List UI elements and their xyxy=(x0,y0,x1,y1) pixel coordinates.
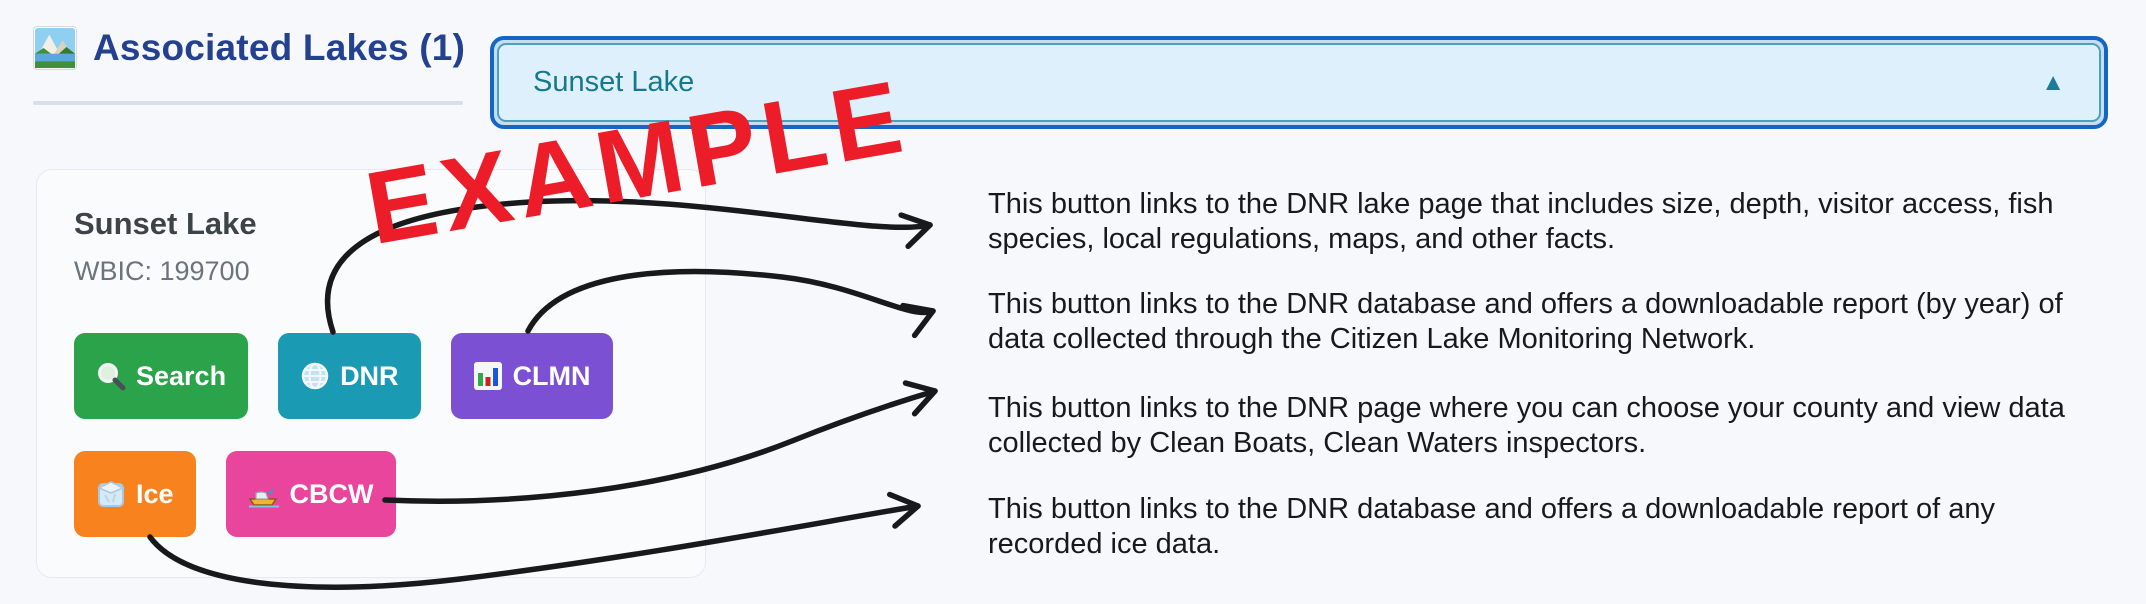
note-line: recorded ice data. xyxy=(988,528,1221,560)
globe-icon xyxy=(300,361,330,391)
lake-card: Sunset Lake WBIC: 199700 Search xyxy=(36,169,706,578)
dnr-button[interactable]: DNR xyxy=(278,333,421,419)
clmn-button[interactable]: CLMN xyxy=(450,333,613,419)
magnifier-icon xyxy=(96,361,126,391)
lake-card-title: Sunset Lake xyxy=(74,206,257,241)
collapse-caret-icon: ▲ xyxy=(2041,68,2065,96)
speedboat-icon xyxy=(248,479,280,509)
note-line: This button links to the DNR database an… xyxy=(988,288,2063,320)
button-row-2: Ice CBCW xyxy=(74,451,668,537)
page-title: Associated Lakes (1) xyxy=(93,27,466,68)
note-cbcw: This button links to the DNR page where … xyxy=(988,391,2065,461)
note-line: This button links to the DNR database an… xyxy=(988,493,1996,525)
note-line: species, local regulations, maps, and ot… xyxy=(988,223,1616,255)
lake-accordion-header[interactable]: Sunset Lake ▲ xyxy=(490,36,2108,129)
note-clmn: This button links to the DNR database an… xyxy=(988,287,2063,357)
note-ice: This button links to the DNR database an… xyxy=(988,492,1995,562)
button-label: CLMN xyxy=(512,360,591,391)
button-label: DNR xyxy=(340,360,399,391)
bar-chart-icon xyxy=(473,361,503,391)
button-label: Search xyxy=(136,360,227,391)
selected-lake-label: Sunset Lake xyxy=(533,66,695,98)
lake-accordion-inner: Sunset Lake ▲ xyxy=(497,43,2101,122)
note-line: This button links to the DNR page where … xyxy=(988,392,2065,424)
header-divider xyxy=(33,101,463,105)
ice-cube-icon xyxy=(96,479,126,509)
note-line: This button links to the DNR lake page t… xyxy=(988,188,2054,220)
button-label: Ice xyxy=(136,478,174,509)
note-dnr: This button links to the DNR lake page t… xyxy=(988,187,2053,257)
note-line: collected by Clean Boats, Clean Waters i… xyxy=(988,427,1647,459)
search-button[interactable]: Search xyxy=(74,333,249,419)
cbcw-button[interactable]: CBCW xyxy=(225,451,396,537)
ice-button[interactable]: Ice xyxy=(74,451,196,537)
note-line: data collected through the Citizen Lake … xyxy=(988,323,1756,355)
button-label: CBCW xyxy=(289,478,374,509)
button-row-1: Search DNR xyxy=(74,333,668,419)
landscape-icon xyxy=(33,26,77,70)
section-header: Associated Lakes (1) xyxy=(33,26,465,70)
wbic-label: WBIC: 199700 xyxy=(74,256,250,286)
